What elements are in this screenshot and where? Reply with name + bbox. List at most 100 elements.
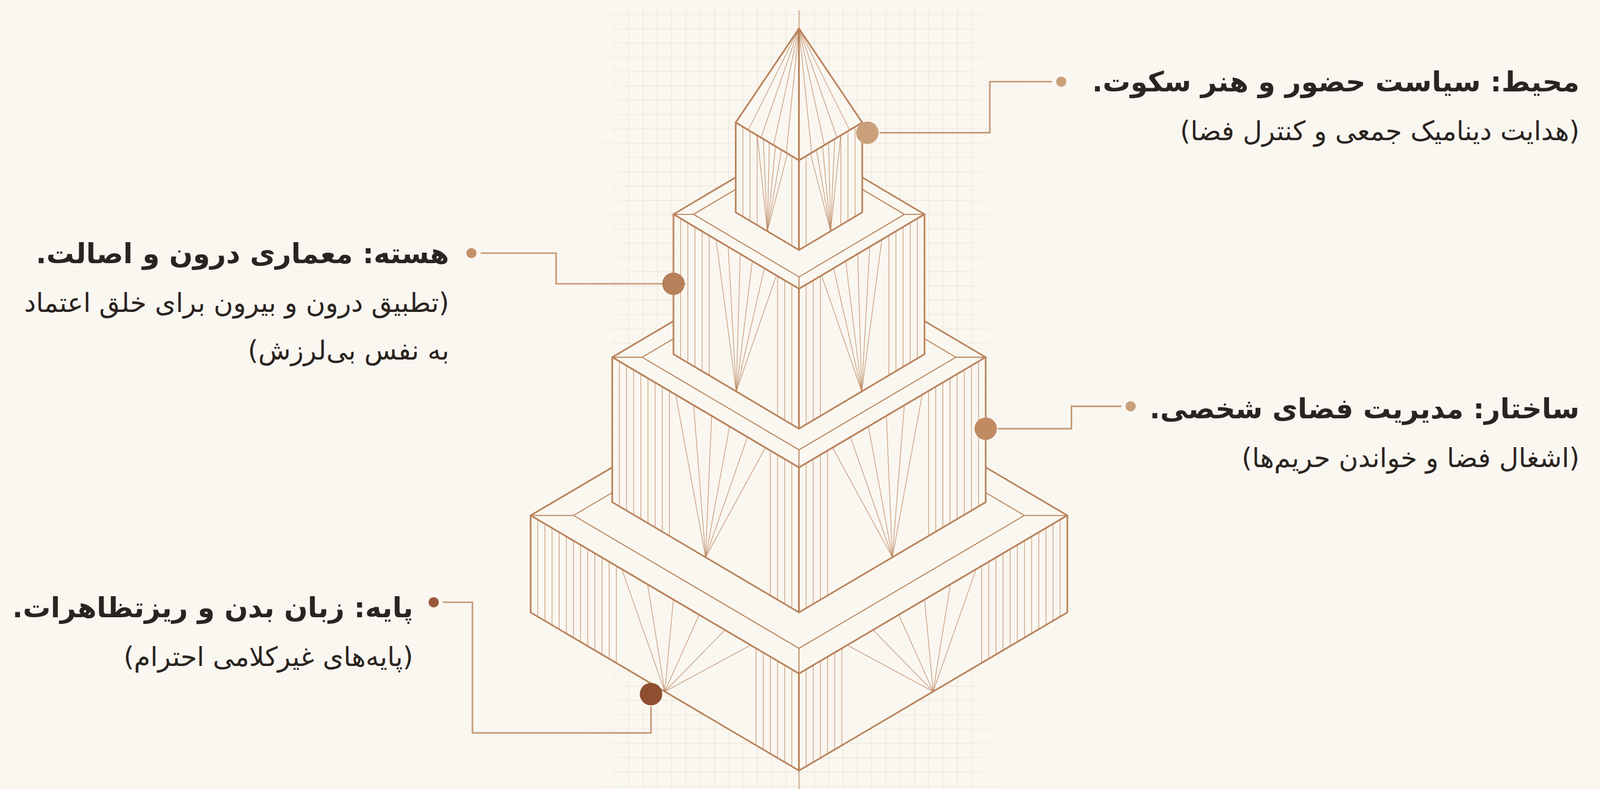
pyramid-stroke xyxy=(917,218,918,359)
pyramid-stroke xyxy=(820,660,821,758)
pyramid-stroke xyxy=(955,356,986,358)
callout-heading: هسته: معماری درون و اصالت. xyxy=(11,228,450,279)
pyramid-stroke xyxy=(904,213,925,215)
pyramid-stroke xyxy=(847,644,934,692)
pyramid-stroke xyxy=(767,153,789,231)
pyramid-stroke xyxy=(767,146,776,231)
pyramid-stroke xyxy=(909,222,911,363)
pyramid-stroke xyxy=(755,647,757,745)
pyramid-stroke xyxy=(1009,548,1011,646)
pyramid-stroke xyxy=(654,382,656,528)
pyramid-stroke xyxy=(820,454,821,600)
pyramid-stroke xyxy=(847,130,848,221)
pyramid-stroke xyxy=(693,405,706,558)
pyramid-stroke xyxy=(816,149,831,231)
pyramid-stroke xyxy=(888,235,889,375)
pyramid-stroke xyxy=(611,356,642,358)
pyramid-stroke xyxy=(791,669,792,766)
callout-description: (اشغال فضا و خواندن حریم‌ها) xyxy=(1136,433,1580,482)
pyramid-stroke xyxy=(924,599,934,692)
pyramid-stroke xyxy=(784,280,785,420)
pyramid-stroke xyxy=(799,28,812,153)
pyramid-stroke xyxy=(773,28,800,146)
pyramid-stroke xyxy=(1024,540,1025,638)
pyramid-stroke xyxy=(566,536,567,634)
pyramid-stroke xyxy=(1024,514,1068,516)
pyramid-stroke xyxy=(827,656,828,754)
pyramid-stroke xyxy=(767,149,783,231)
pyramid-stroke xyxy=(805,156,807,246)
pyramid-stroke xyxy=(861,246,871,392)
pyramid-stroke xyxy=(868,426,893,558)
pyramid-stroke xyxy=(892,394,923,557)
callout-description: (تطبیق درون و بیرون برای خلق اعتماد به ن… xyxy=(11,278,450,375)
pyramid-stroke xyxy=(728,246,737,392)
pyramid-stroke xyxy=(805,669,807,766)
pyramid-face xyxy=(799,28,863,161)
pyramid-stroke xyxy=(640,373,641,519)
callout-text: هسته: معماری درون و اصالت.(تطبیق درون و … xyxy=(11,228,450,375)
callout-heading: محیط: سیاست حضور و هنر سکوت. xyxy=(1075,57,1580,107)
pyramid-stroke xyxy=(988,561,990,659)
pyramid-stroke xyxy=(791,462,792,609)
pyramid-stroke xyxy=(558,532,560,630)
pyramid-stroke xyxy=(608,561,610,659)
pyramid-stroke xyxy=(854,126,856,217)
pyramid-stroke xyxy=(705,436,748,558)
pyramid-stroke xyxy=(694,227,696,367)
pyramid-stroke xyxy=(832,447,893,558)
pyramid-stroke xyxy=(573,540,574,638)
pyramid-stroke xyxy=(705,415,712,558)
pyramid-stroke xyxy=(708,235,710,375)
pyramid-stroke xyxy=(981,565,982,663)
pyramid-stroke xyxy=(769,450,771,596)
pyramid-stroke xyxy=(933,568,977,692)
pyramid-stroke xyxy=(822,146,831,231)
pyramid-stroke xyxy=(791,284,792,425)
callout-text: ساختار: مدیریت فضای شخصی.(اشغال فضا و خو… xyxy=(1136,383,1580,482)
pyramid-stroke xyxy=(1052,523,1054,621)
pyramid-stroke xyxy=(821,275,862,392)
pyramid-stroke xyxy=(895,230,897,371)
pyramid-stroke xyxy=(551,527,553,625)
pyramid-stroke xyxy=(834,652,835,750)
pyramid-stroke xyxy=(813,280,814,420)
pyramid-stroke xyxy=(845,260,862,392)
stepped-pyramid xyxy=(530,28,1068,771)
pyramid-stroke xyxy=(1045,527,1047,625)
pyramid-stroke xyxy=(626,365,627,511)
callout-heading: ساختار: مدیریت فضای شخصی. xyxy=(1136,383,1580,434)
pyramid-stroke xyxy=(886,415,893,558)
pyramid-stroke xyxy=(769,656,771,754)
pyramid-stroke xyxy=(647,378,648,524)
pyramid-stroke xyxy=(1060,519,1061,617)
pyramid-stroke xyxy=(942,382,944,528)
pyramid-stroke xyxy=(830,139,835,231)
pyramid-stroke xyxy=(736,268,765,392)
pyramid-stroke xyxy=(580,544,581,642)
pyramid-face xyxy=(673,214,800,429)
pyramid-stroke xyxy=(757,135,768,231)
callout-description: (پایه‌های غیرکلامی احترام) xyxy=(11,632,414,681)
pyramid-stroke xyxy=(664,629,725,692)
pyramid-stroke xyxy=(833,268,862,392)
pyramid-stroke xyxy=(736,275,777,392)
pyramid-stroke xyxy=(892,405,905,558)
pyramid-stroke xyxy=(615,565,617,663)
pyramid-stroke xyxy=(861,239,882,392)
pyramid-stroke xyxy=(669,391,670,537)
pyramid-stroke xyxy=(594,553,596,651)
pyramid-stroke xyxy=(777,275,778,416)
pyramid-stroke xyxy=(827,450,828,596)
pyramid-stroke xyxy=(664,614,699,692)
pyramid-stroke xyxy=(1038,532,1039,630)
pyramid-stroke xyxy=(786,28,800,153)
callout-description: (هدایت دینامیک جمعی و کنترل فضا) xyxy=(1075,106,1580,155)
pyramid-stroke xyxy=(784,665,785,763)
pyramid-stroke xyxy=(784,458,785,604)
pyramid-stroke xyxy=(805,284,807,425)
pyramid-stroke xyxy=(995,557,997,655)
pyramid-stroke xyxy=(872,629,934,692)
pyramid-stroke xyxy=(791,156,792,246)
pyramid-stroke xyxy=(661,386,663,532)
